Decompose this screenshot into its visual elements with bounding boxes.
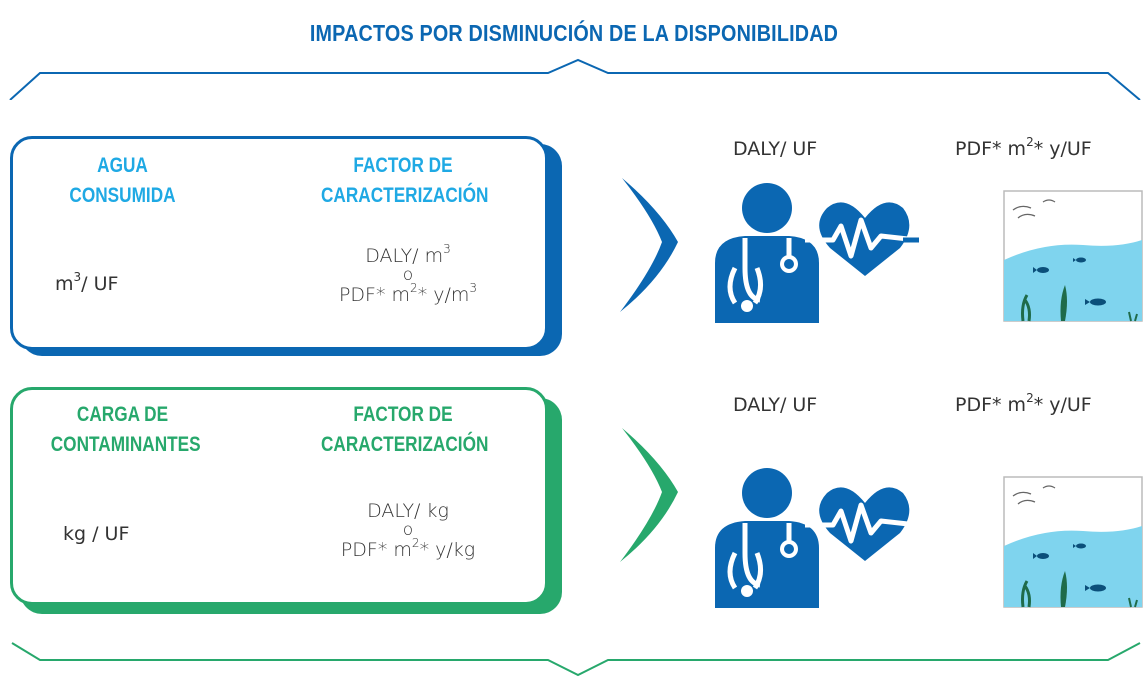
unit-text: PDF* m: [955, 138, 1027, 160]
chevron-right-icon: [620, 428, 678, 562]
heading-line: FACTOR DE: [353, 403, 453, 426]
characterization-factor-heading: FACTOR DE CARACTERIZACIÓN: [321, 151, 489, 211]
heading-line: CONTAMINANTES: [50, 433, 201, 456]
pollutant-load-heading: CARGA DE CONTAMINANTES: [50, 400, 201, 460]
cf-exponent: 3: [443, 242, 451, 256]
unit-text: * y/UF: [1033, 394, 1092, 416]
doctor-heart-icon: [715, 468, 918, 608]
pollutant-unit: kg / UF: [63, 523, 130, 545]
heading-line: FACTOR DE: [353, 154, 453, 177]
cf-text: * y/kg: [419, 539, 476, 561]
blue-cf-values: DALY/ m3 o PDF* m2* y/m3: [313, 242, 503, 306]
green-cf-values: DALY/ kg o PDF* m2* y/kg: [313, 500, 503, 561]
heading-line: AGUA: [97, 154, 148, 177]
heading-line: CARACTERIZACIÓN: [321, 184, 489, 207]
water-unit: m3/ UF: [55, 270, 119, 295]
ecosystem-unit: PDF* m2* y/UF: [955, 391, 1092, 416]
cf-text: PDF* m: [338, 284, 411, 306]
characterization-factor-heading: FACTOR DE CARACTERIZACIÓN: [321, 400, 489, 460]
health-unit: DALY/ UF: [733, 394, 818, 416]
health-unit: DALY/ UF: [733, 138, 818, 160]
blue-card: AGUA CONSUMIDA FACTOR DE CARACTERIZACIÓN…: [10, 136, 548, 350]
sea-ecosystem-icon: [1003, 476, 1143, 608]
cf-exponent: 2: [410, 281, 418, 295]
ecosystem-unit: PDF* m2* y/UF: [955, 135, 1092, 160]
chevron-right-icon: [620, 178, 678, 312]
top-brace: [9, 58, 1141, 100]
doctor-heart-icon: [715, 183, 919, 323]
cf-or: o: [402, 520, 414, 540]
heading-line: CARACTERIZACIÓN: [321, 433, 489, 456]
unit-text: / UF: [81, 273, 119, 295]
heading-line: CONSUMIDA: [69, 184, 176, 207]
water-consumed-heading: AGUA CONSUMIDA: [51, 151, 195, 211]
heading-line: CARGA DE: [76, 403, 169, 426]
cf-exponent: 2: [411, 536, 420, 550]
cf-text: * y/m: [417, 284, 470, 306]
unit-exponent: 3: [73, 270, 82, 284]
sea-ecosystem-icon: [1003, 190, 1143, 322]
unit-exponent: 2: [1026, 391, 1034, 405]
unit-text: PDF* m: [955, 394, 1027, 416]
page-title: IMPACTOS POR DISMINUCIÓN DE LA DISPONIBI…: [309, 20, 839, 46]
cf-text: DALY/ kg: [367, 500, 449, 522]
green-card: CARGA DE CONTAMINANTES FACTOR DE CARACTE…: [10, 387, 548, 605]
unit-text: * y/UF: [1033, 138, 1092, 160]
unit-text: m: [55, 273, 74, 295]
unit-exponent: 2: [1026, 135, 1034, 149]
bottom-brace: [11, 642, 1141, 677]
cf-exponent: 3: [469, 281, 478, 295]
cf-text: PDF* m: [340, 539, 412, 561]
cf-text: DALY/ m: [365, 245, 444, 267]
cf-or: o: [402, 265, 414, 285]
